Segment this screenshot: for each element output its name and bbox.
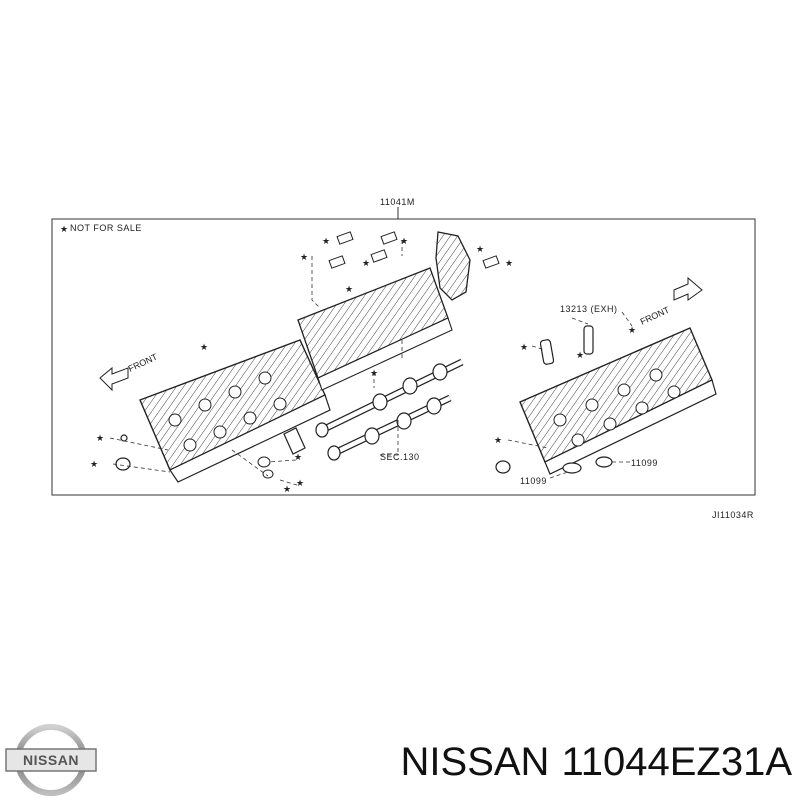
- svg-text:★: ★: [322, 237, 330, 247]
- camshafts: [315, 358, 464, 461]
- diagram-code: JI11034R: [712, 510, 754, 520]
- part-11099-right: 11099: [631, 458, 658, 468]
- diagram-frame: [51, 218, 756, 496]
- svg-text:★: ★: [296, 479, 304, 489]
- right-seals: [495, 456, 613, 474]
- exh-sleeve: [539, 325, 594, 365]
- assembly-label: 11041M: [380, 197, 415, 207]
- svg-text:★: ★: [628, 326, 636, 336]
- sec-label: SEC.130: [380, 452, 420, 462]
- svg-text:★: ★: [60, 225, 68, 235]
- exh-part-label: 13213 (EXH): [560, 304, 618, 314]
- leader-lines: [109, 240, 633, 487]
- svg-text:★: ★: [576, 351, 584, 361]
- nissan-logo: NISSAN: [5, 724, 97, 796]
- svg-text:★: ★: [370, 369, 378, 379]
- svg-text:★: ★: [505, 259, 513, 269]
- left-cylinder-head: [139, 339, 331, 483]
- svg-text:★: ★: [476, 245, 484, 255]
- part-11099-left: 11099: [520, 476, 547, 486]
- svg-text:★: ★: [294, 453, 302, 463]
- sleeve-part: [283, 427, 306, 455]
- svg-text:★: ★: [283, 485, 291, 495]
- svg-text:★: ★: [520, 343, 528, 353]
- svg-text:★: ★: [362, 259, 370, 269]
- front-label-left: FRONT: [127, 351, 160, 373]
- svg-text:★: ★: [90, 460, 98, 470]
- front-label-right: FRONT: [639, 304, 672, 326]
- front-arrow-right: [673, 276, 703, 301]
- svg-text:★: ★: [200, 343, 208, 353]
- left-plug: [115, 434, 131, 471]
- small-parts: [257, 456, 274, 479]
- front-arrow-left: [99, 366, 129, 392]
- svg-text:★: ★: [345, 285, 353, 295]
- cam-bracket: [297, 267, 453, 391]
- front-cover: [435, 231, 471, 301]
- brand-name: NISSAN: [400, 740, 550, 784]
- right-cylinder-head: [519, 327, 717, 475]
- logo-text: NISSAN: [23, 752, 79, 768]
- part-number: 11044EZ31A: [561, 740, 792, 784]
- svg-text:★: ★: [494, 436, 502, 446]
- not-for-sale-markers: ★ ★ ★ ★ ★ ★ ★ ★ ★ ★ ★ ★ ★ ★ ★ ★ ★ ★ ★: [60, 225, 636, 495]
- svg-text:★: ★: [400, 237, 408, 247]
- svg-text:★: ★: [96, 434, 104, 444]
- svg-text:★: ★: [300, 253, 308, 263]
- bolts: [328, 231, 500, 269]
- not-for-sale-label: NOT FOR SALE: [70, 223, 142, 233]
